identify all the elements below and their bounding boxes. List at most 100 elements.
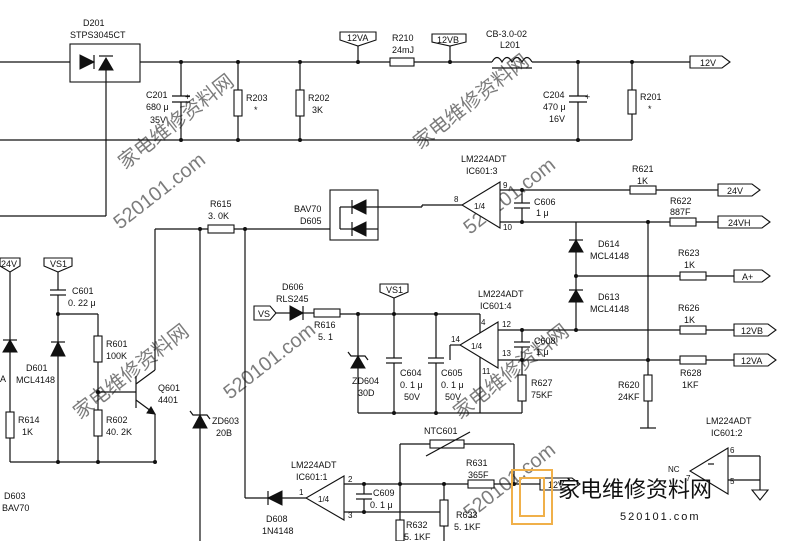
net-label: 24V bbox=[727, 186, 743, 196]
ic601-1-ref: IC601:1 bbox=[296, 472, 328, 482]
net-label: 24V bbox=[1, 259, 17, 269]
r622-ref: R622 bbox=[670, 196, 692, 206]
svg-text:11: 11 bbox=[482, 367, 491, 376]
site-logo: 家电维修资料网 520101.com bbox=[511, 469, 712, 525]
net-tag-12vb: 12VB bbox=[733, 323, 777, 337]
diode-d605: BAV70 D605 bbox=[234, 189, 423, 241]
d606-part: RLS245 bbox=[276, 294, 309, 304]
c604-value: 0. 1 μ bbox=[400, 380, 423, 390]
opamp-ic601-1: LM224ADT IC601:1 1/4 1 2 3 bbox=[291, 460, 444, 521]
r631-value: 365F bbox=[468, 470, 489, 480]
r202-value: 3K bbox=[312, 105, 323, 115]
l201-part: CB-3.0-02 bbox=[486, 29, 527, 39]
c204-value: 470 μ bbox=[543, 102, 566, 112]
c606-ref: C606 bbox=[534, 197, 556, 207]
zener-zd604: ZD604 30D bbox=[347, 314, 379, 413]
net-label: 12VB bbox=[437, 35, 459, 45]
resistor-r631: R631 365F bbox=[400, 458, 540, 489]
svg-text:12: 12 bbox=[502, 320, 511, 329]
svg-text:2: 2 bbox=[348, 475, 353, 484]
net-tag-24vh: 24VH bbox=[717, 215, 771, 229]
top-rail bbox=[0, 46, 690, 217]
resistor-r621: R621 1K bbox=[629, 164, 718, 195]
c201-value: 680 μ bbox=[146, 102, 169, 112]
c601-ref: C601 bbox=[72, 286, 94, 296]
resistor-r620: R620 24KF bbox=[618, 220, 656, 429]
svg-text:1: 1 bbox=[299, 488, 304, 497]
d614-part: MCL4148 bbox=[590, 251, 629, 261]
r632-value: 5. 1KF bbox=[404, 532, 431, 541]
r601-ref: R601 bbox=[106, 339, 128, 349]
r626-ref: R626 bbox=[678, 303, 700, 313]
svg-text:4: 4 bbox=[481, 318, 486, 327]
resistor-r632: R632 5. 1KF bbox=[395, 519, 431, 541]
ic601-1-pin-b: 3 bbox=[348, 511, 353, 520]
net-label: 12V bbox=[700, 58, 716, 68]
c605-ref: C605 bbox=[441, 368, 463, 378]
resistor-r627: R627 75KF bbox=[517, 360, 553, 413]
net-label: 12VB bbox=[741, 326, 763, 336]
svg-text:6: 6 bbox=[730, 446, 735, 455]
thermistor-ntc601: NTC601 bbox=[398, 426, 515, 520]
diode-d608: D608 1N4148 bbox=[245, 490, 306, 536]
watermark-url: 520101.com bbox=[220, 319, 320, 404]
d608-part: 1N4148 bbox=[262, 526, 294, 536]
zener-zd603: ZD603 20B bbox=[189, 410, 239, 541]
svg-text:+: + bbox=[585, 92, 590, 102]
c201-voltage: 35V bbox=[150, 115, 166, 125]
net-label: VS bbox=[258, 309, 270, 319]
svg-text:5: 5 bbox=[730, 477, 735, 486]
svg-text:13: 13 bbox=[502, 349, 511, 358]
resistor-r615: R615 3. 0K bbox=[154, 199, 247, 498]
ic601-2-part: LM224ADT bbox=[706, 416, 752, 426]
diode-d601-body: D601 MCL4148 bbox=[16, 340, 66, 462]
r628-value: 1KF bbox=[682, 380, 699, 390]
resistor-r201: R201 * bbox=[620, 60, 662, 141]
c601-value: 0. 22 μ bbox=[68, 298, 96, 308]
net-label: 12VA bbox=[347, 33, 368, 43]
ic601-3-ref: IC601:3 bbox=[466, 166, 498, 176]
q601-part: 4401 bbox=[158, 395, 178, 405]
r616-value: 5. 1 bbox=[318, 332, 333, 342]
logo-url: 520101.com bbox=[620, 511, 701, 523]
resistor-r602: R602 40. 2K bbox=[93, 409, 132, 462]
r615-value: 3. 0K bbox=[208, 211, 229, 221]
d201-part: STPS3045CT bbox=[70, 30, 126, 40]
watermark: 家电维修资料网 520101.com 家电维修资料网 520101.com 家电… bbox=[69, 50, 573, 524]
d614-ref: D614 bbox=[598, 239, 620, 249]
c608-value: 1 μ bbox=[536, 347, 549, 357]
capacitor-c606: C606 1 μ bbox=[514, 188, 556, 224]
capacitor-c201: + C201 680 μ 35V bbox=[146, 60, 190, 142]
resistor-r622: R622 887F bbox=[669, 196, 718, 227]
net-label: A+ bbox=[742, 272, 753, 282]
c609-value: 0. 1 μ bbox=[370, 500, 393, 510]
diode-d606: D606 RLS245 bbox=[276, 282, 314, 321]
watermark-text: 家电维修资料网 bbox=[114, 70, 238, 174]
l201-ref: L201 bbox=[500, 40, 520, 50]
net-tag-12va: 12VA bbox=[733, 353, 777, 367]
net-label: 12VA bbox=[741, 356, 762, 366]
svg-text:1/4: 1/4 bbox=[471, 342, 483, 351]
r201-value: * bbox=[648, 104, 652, 114]
capacitor-c204: + C204 470 μ 16V bbox=[543, 60, 590, 142]
resistor-r210: R210 24mJ bbox=[389, 33, 415, 67]
r202-ref: R202 bbox=[308, 93, 330, 103]
r623-value: 1K bbox=[684, 260, 695, 270]
q601-ref: Q601 bbox=[158, 383, 180, 393]
d603-part: BAV70 bbox=[2, 503, 29, 513]
capacitor-c604: C604 0. 1 μ 50V bbox=[386, 314, 423, 415]
d601-part: MCL4148 bbox=[16, 375, 55, 385]
svg-text:7: 7 bbox=[686, 474, 691, 483]
ntc601-ref: NTC601 bbox=[424, 426, 458, 436]
c604-ref: C604 bbox=[400, 368, 422, 378]
c605-value: 0. 1 μ bbox=[441, 380, 464, 390]
r621-value: 1K bbox=[637, 176, 648, 186]
net-tag-vs1-left: VS1 bbox=[43, 257, 73, 290]
diode-d201: D201 STPS3045CT bbox=[69, 18, 141, 83]
transistor-q601: Q601 4401 bbox=[98, 369, 180, 464]
capacitor-c601: C601 0. 22 μ bbox=[50, 286, 98, 342]
d605-ref: D605 bbox=[300, 216, 322, 226]
diode-d601: A bbox=[0, 374, 6, 384]
net-tag-12v-top: 12V bbox=[689, 55, 731, 69]
